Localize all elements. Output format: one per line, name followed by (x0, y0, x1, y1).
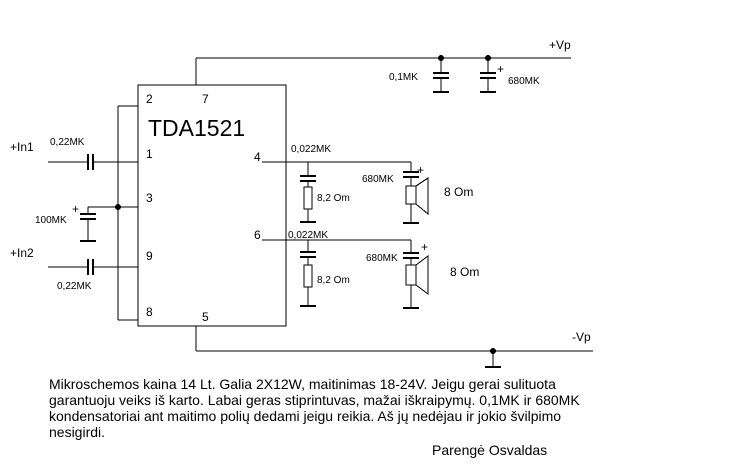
speaker2-cone (415, 255, 429, 295)
c-out2-zobel-label: 0,022MK (288, 230, 328, 241)
c-out2-label: 680MK (366, 253, 398, 264)
polarity-mark: + (497, 62, 504, 76)
c-in1-label: 0,22MK (50, 137, 85, 148)
polarity-mark: + (421, 240, 428, 254)
pin-label-7: 7 (202, 92, 209, 106)
pin-label-3: 3 (146, 191, 153, 205)
pin-label-1: 1 (146, 147, 153, 161)
c-supply-big-label: 680MK (508, 76, 540, 87)
description-note: Mikroschemos kaina 14 Lt. Galia 2X12W, m… (49, 376, 580, 440)
r-out2-label: 8,2 Om (317, 275, 350, 286)
chip-name: TDA1521 (148, 115, 245, 141)
author-credit: Parengė Osvaldas (432, 442, 548, 458)
pin-label-9: 9 (146, 249, 153, 263)
c-in2-label: 0,22MK (57, 281, 92, 292)
c-supply-small-label: 0,1MK (389, 72, 418, 83)
resistor1 (303, 186, 313, 210)
speaker1-coil (405, 185, 417, 205)
speaker2-label: 8 Om (450, 265, 479, 279)
pin-label-8: 8 (146, 305, 153, 319)
c-out1-zobel-label: 0,022MK (291, 144, 331, 155)
pin-label-4: 4 (254, 150, 261, 164)
input2-label: +In2 (10, 246, 34, 260)
pin-label-6: 6 (254, 228, 261, 242)
speaker2-coil (405, 264, 417, 286)
c-ref-label: 100MK (35, 215, 67, 226)
polarity-mark: + (72, 202, 79, 216)
speaker1-cone (415, 177, 429, 216)
pin-label-5: 5 (202, 310, 209, 324)
input1-label: +In1 (10, 140, 34, 154)
speaker1-label: 8 Om (444, 185, 473, 199)
c-out1-label: 680MK (362, 174, 394, 185)
resistor2 (303, 264, 313, 288)
polarity-mark: + (417, 163, 424, 177)
r-out1-label: 8,2 Om (317, 193, 350, 204)
supply-neg-label: -Vp (572, 330, 591, 344)
supply-pos-label: +Vp (549, 38, 571, 52)
chip-body (137, 84, 287, 327)
pin-label-2: 2 (146, 92, 153, 106)
junction-dot (115, 204, 121, 210)
